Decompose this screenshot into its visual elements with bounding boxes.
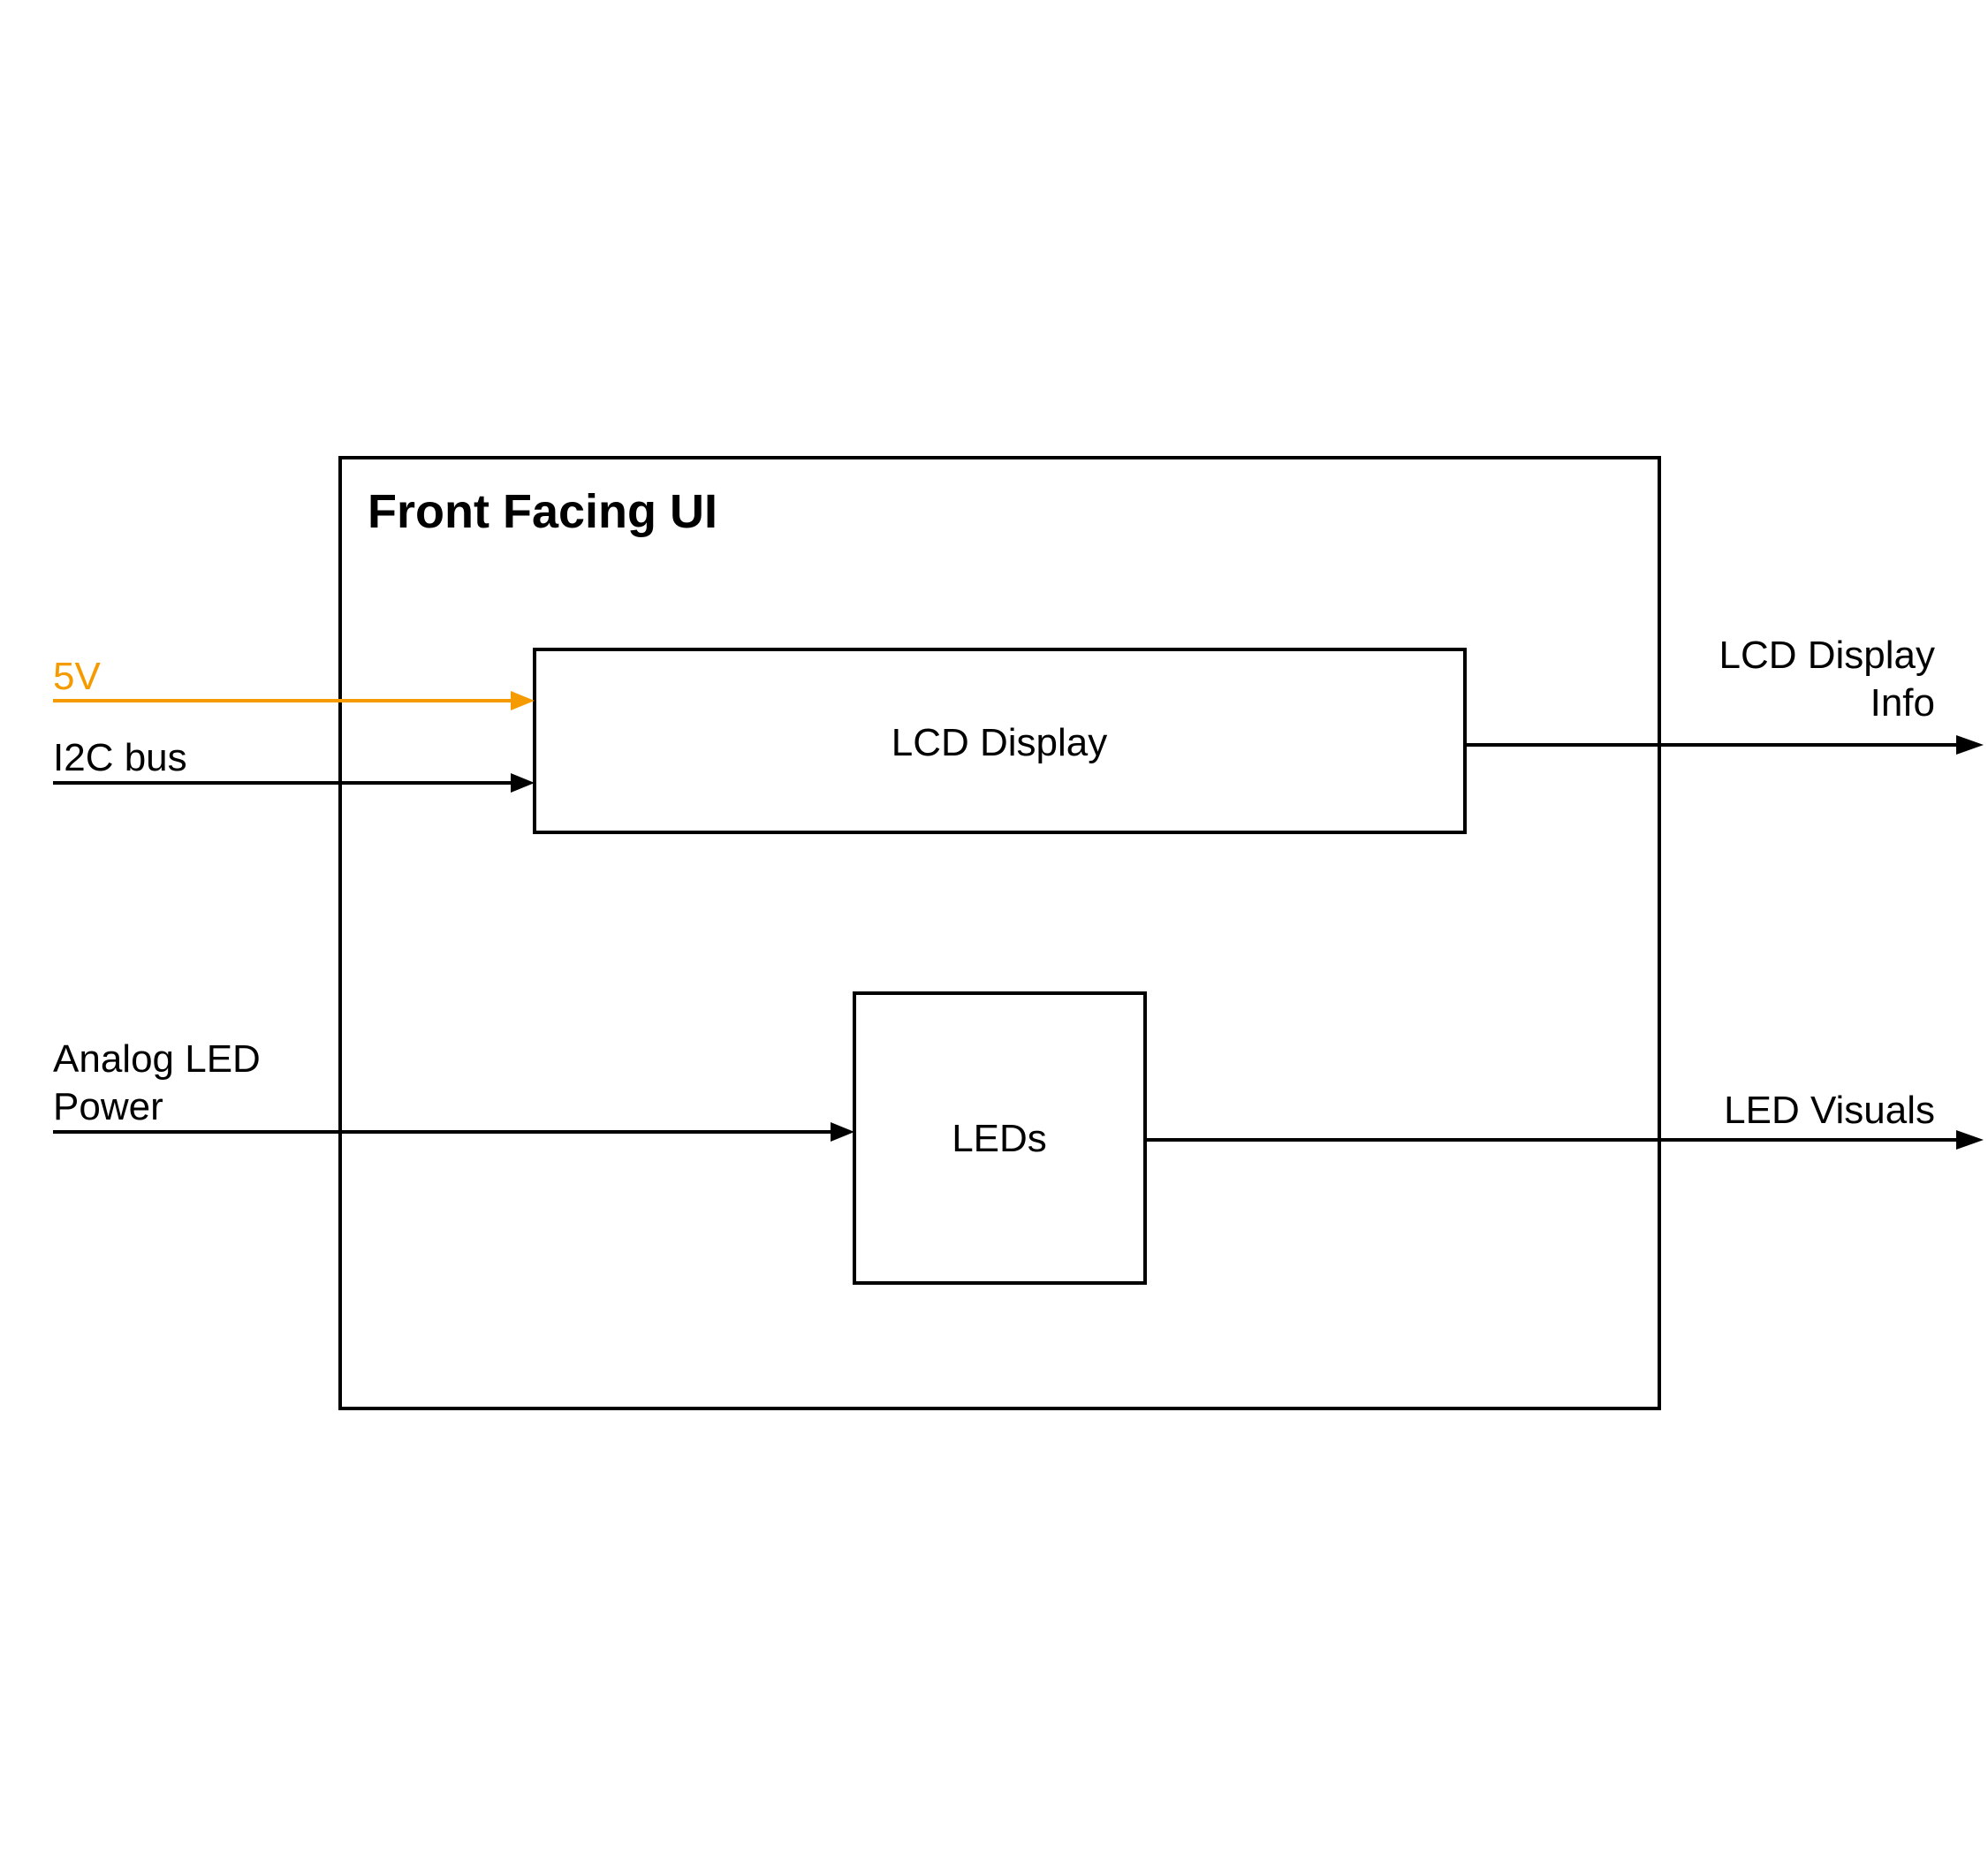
leds-label: LEDs (952, 1117, 1047, 1160)
output-lcd-info-label-line2: Info (1870, 681, 1935, 725)
container-title: Front Facing UI (368, 485, 717, 538)
output-lcd-info-arrowhead (1956, 735, 1984, 755)
output-led-visuals-arrowhead (1956, 1130, 1984, 1150)
leds-block (853, 991, 1147, 1285)
input-5v-label: 5V (53, 655, 101, 698)
input-analog-led-power-arrowhead (831, 1122, 854, 1142)
input-analog-led-power-label-line2: Power (53, 1085, 163, 1128)
output-lcd-info-label-line1: LCD Display (1719, 634, 1935, 677)
input-i2c-arrowhead (511, 773, 535, 793)
lcd-display-label: LCD Display (892, 721, 1108, 764)
front-facing-ui-container (338, 456, 1661, 1410)
output-led-visuals-label: LED Visuals (1724, 1089, 1935, 1132)
input-analog-led-power-label-line1: Analog LED (53, 1037, 261, 1081)
input-5v-arrowhead (511, 691, 535, 710)
input-i2c-label: I2C bus (53, 736, 187, 779)
lcd-display-block (533, 648, 1467, 834)
